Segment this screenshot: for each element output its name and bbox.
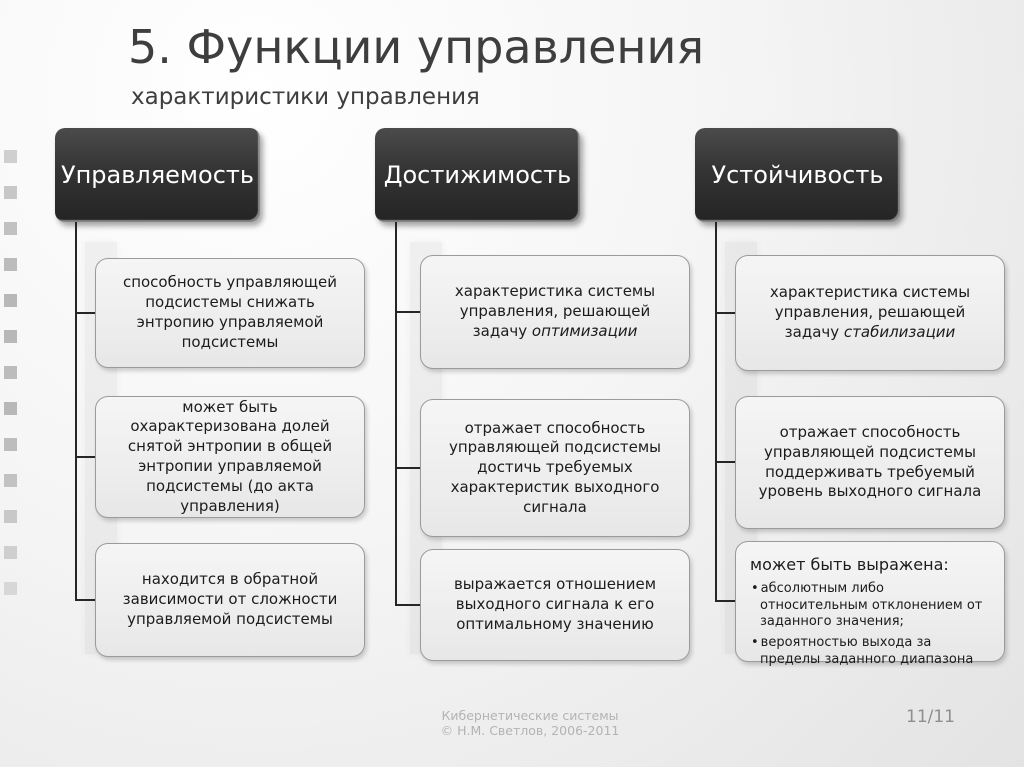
child-text: способность управляющей подсистемы снижа… <box>122 273 338 351</box>
header-box: Достижимость <box>375 128 580 222</box>
connector-stub <box>395 604 420 606</box>
connector-stub <box>715 461 735 463</box>
branch-child: может быть охарактеризована долей снятой… <box>95 396 365 518</box>
header-box: Управляемость <box>55 128 260 222</box>
child-text: отражает способность управляющей подсист… <box>448 418 662 516</box>
header-label: Достижимость <box>383 161 572 189</box>
connector-stub <box>75 456 95 458</box>
header-label: Устойчивость <box>711 161 884 189</box>
bullet-item: абсолютным либо относительным отклонение… <box>750 581 992 631</box>
child-text: характеристика системы управления, решаю… <box>769 283 971 341</box>
connector-vertical <box>395 222 397 605</box>
branch-child: отражает способность управляющей подсист… <box>735 396 1005 529</box>
connector-vertical <box>75 222 77 600</box>
child-text: может быть охарактеризована долей снятой… <box>127 397 333 515</box>
connector-stub <box>715 600 735 602</box>
child-text: отражает способность управляющей подсист… <box>758 422 982 501</box>
child-text: находится в обратной зависимости от слож… <box>122 570 338 628</box>
branch-child: характеристика системы управления, решаю… <box>420 255 690 369</box>
connector-stub <box>395 467 420 469</box>
branch-child: характеристика системы управления, решаю… <box>735 255 1005 371</box>
footer-copyright: © Н.М. Светлов, 2006-2011 <box>440 723 620 739</box>
connector-vertical <box>715 222 717 601</box>
branch-child: выражается отношением выходного сигнала … <box>420 549 690 661</box>
connector-stub <box>715 312 735 314</box>
bullet-box-title: может быть выражена: <box>750 555 949 574</box>
branch-child: отражает способность управляющей подсист… <box>420 399 690 537</box>
bullet-list: абсолютным либо относительным отклонение… <box>750 581 992 668</box>
connector-stub <box>75 599 95 601</box>
header-box: Устойчивость <box>695 128 900 222</box>
branch-child: находится в обратной зависимости от слож… <box>95 543 365 657</box>
filmstrip-decoration-icon <box>4 150 17 163</box>
child-text: характеристика системы управления, решаю… <box>454 282 656 340</box>
branch-child: способность управляющей подсистемы снижа… <box>95 258 365 368</box>
connector-stub <box>395 311 420 313</box>
branch-child: может быть выражена: абсолютным либо отн… <box>735 541 1005 667</box>
header-label: Управляемость <box>60 161 255 189</box>
footer-course-name: Кибернетические системы <box>441 708 619 723</box>
bullet-item: вероятностью выхода за пределы заданного… <box>750 635 992 668</box>
child-text: выражается отношением выходного сигнала … <box>453 575 657 633</box>
slide-footer: Кибернетические системы © Н.М. Светлов, … <box>370 708 690 739</box>
page-number: 11/11 <box>906 707 955 727</box>
slide-title: 5. Функции управления <box>128 20 705 74</box>
slide-subtitle: характиристики управления <box>131 84 480 110</box>
connector-stub <box>75 312 95 314</box>
